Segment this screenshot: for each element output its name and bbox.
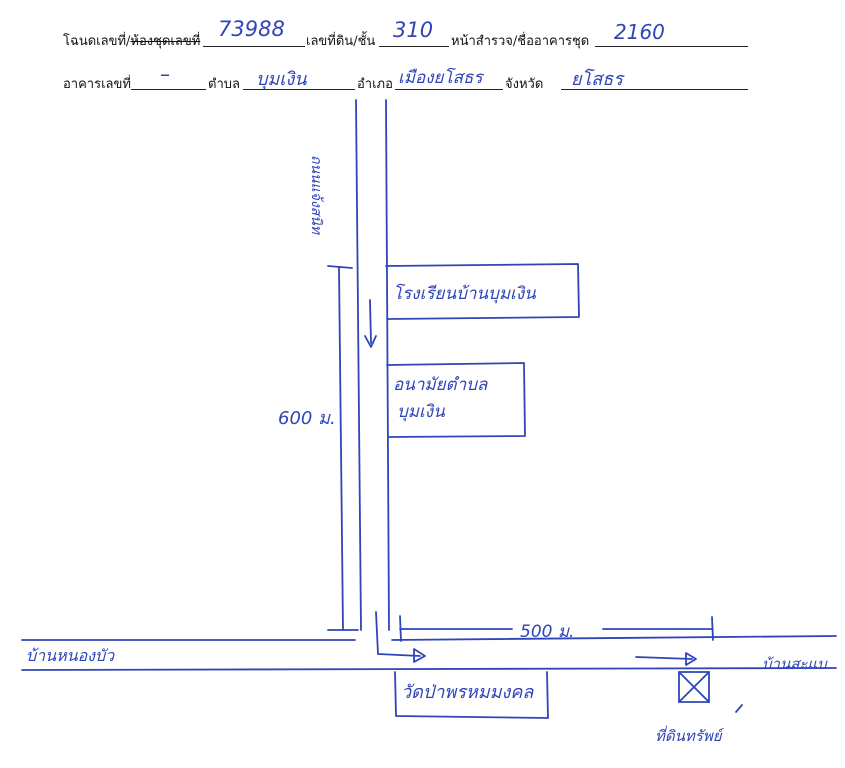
building-number-line	[131, 89, 206, 90]
horizontal-road-top-edge	[21, 635, 837, 641]
horizontal-distance-label: 500 ม.	[520, 622, 575, 642]
property-label: ที่ดินทรัพย์	[655, 727, 722, 745]
district-value: เมืองยโสธร	[398, 68, 483, 88]
survey-page-value: 2160	[614, 20, 665, 44]
land-number-label: เลขที่ดิน/ชั้น	[306, 34, 376, 49]
vertical-dimension-tick-top	[327, 265, 353, 269]
route-arrow	[375, 611, 421, 657]
subdistrict-label: ตำบล	[208, 77, 240, 92]
health-station-box	[386, 362, 526, 438]
temple-label: วัดป่าพรหมมงคล	[401, 682, 534, 703]
down-arrow	[369, 299, 372, 344]
property-square	[678, 671, 710, 703]
horizontal-dimension-tick-right	[711, 616, 714, 641]
land-number-value: 310	[393, 18, 434, 42]
land-number-line	[379, 46, 449, 47]
district-label: อำเภอ	[357, 77, 393, 92]
health-station-label-line2: บุมเงิน	[397, 402, 445, 422]
building-number-value: –	[160, 62, 170, 86]
survey-page-line	[595, 46, 748, 47]
horizontal-road-bottom-edge	[21, 667, 837, 671]
survey-page-label: หน้าสำรวจ/ชื่ออาคารชุด	[451, 34, 590, 49]
property-pointer	[735, 704, 743, 713]
building-number-label: อาคารเลขที่	[63, 77, 131, 92]
property-cross	[678, 671, 710, 703]
deed-label-plain: โฉนดเลขที่/	[63, 34, 131, 49]
subdistrict-line	[243, 89, 355, 90]
school-box	[385, 263, 580, 320]
route-arrow-head	[413, 648, 426, 663]
deed-label-struck: ห้องชุดเลขที่	[130, 34, 201, 49]
province-line	[561, 89, 748, 90]
temple-box	[394, 671, 549, 719]
horizontal-dimension-tick-left	[399, 615, 402, 642]
deed-number-value: 73988	[218, 17, 285, 41]
down-arrow-head	[364, 335, 377, 348]
vertical-dimension-line	[338, 267, 344, 631]
health-station-label-line1: อนามัยตำบล	[393, 375, 488, 395]
province-label: จังหวัด	[505, 77, 544, 92]
deed-number-label: โฉนดเลขที่/ห้องชุดเลขที่	[63, 30, 200, 51]
district-line	[395, 89, 503, 90]
province-value: ยโสธร	[571, 69, 623, 90]
vertical-road-left-edge	[355, 99, 362, 631]
property-arrow-head	[685, 652, 697, 666]
subdistrict-value: บุมเงิน	[256, 69, 307, 90]
left-road-label: บ้านหนองบัว	[26, 646, 115, 665]
property-arrow	[635, 656, 693, 660]
vertical-road-label: ถนนแจ้งสนิท	[308, 155, 324, 235]
deed-number-line	[203, 46, 305, 47]
right-road-label: บ้านสะแบ	[762, 655, 827, 673]
school-label: โรงเรียนบ้านบุมเงิน	[393, 284, 536, 304]
vertical-distance-label: 600 ม.	[278, 408, 336, 429]
